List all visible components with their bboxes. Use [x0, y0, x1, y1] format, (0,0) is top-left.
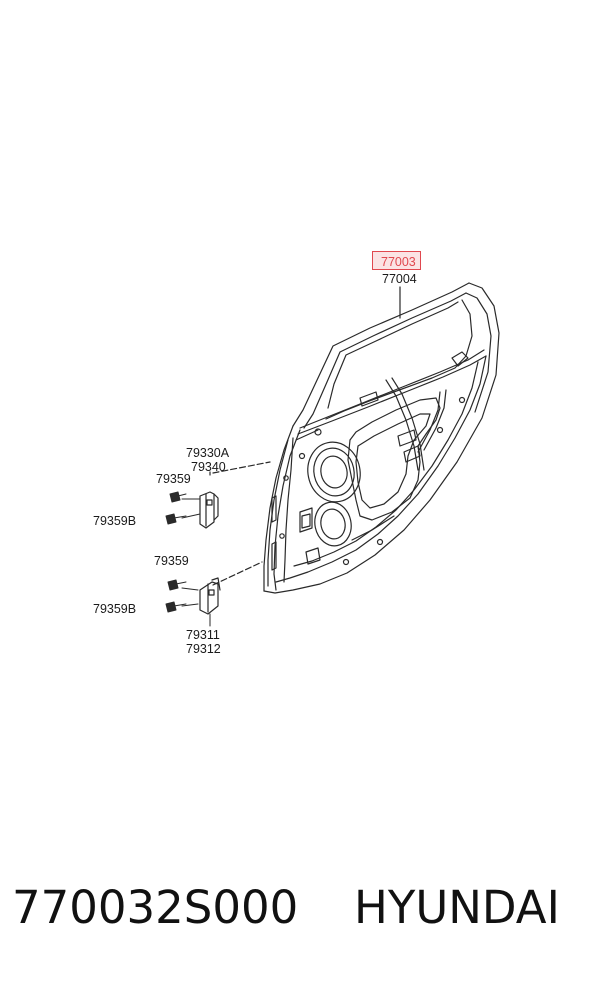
- door-panel-icon: [263, 282, 500, 594]
- upper-hinge-icon: [199, 491, 219, 529]
- callout-77003[interactable]: 77003: [381, 255, 416, 269]
- lower-hinge-icon: [199, 577, 221, 615]
- brand-name: HYUNDAI: [354, 881, 560, 934]
- callout-79311[interactable]: 79311: [186, 628, 220, 642]
- callout-79359-lower[interactable]: 79359: [154, 554, 189, 568]
- highlighted-callout-box[interactable]: [372, 251, 421, 270]
- callout-79359b-upper[interactable]: 79359B: [93, 514, 137, 528]
- part-number: 770032S000: [12, 881, 299, 934]
- callout-79340[interactable]: 79340: [191, 460, 226, 474]
- callout-79359-upper[interactable]: 79359: [156, 472, 191, 486]
- callout-77004[interactable]: 77004: [382, 272, 417, 286]
- callout-79359b-lower[interactable]: 79359B: [93, 602, 137, 616]
- leader-upper-hinge: [212, 461, 271, 474]
- callout-79312[interactable]: 79312: [186, 642, 221, 656]
- callout-79330a[interactable]: 79330A: [186, 446, 230, 460]
- bolt-icon: [165, 491, 187, 613]
- leader-lower-hinge: [212, 561, 263, 586]
